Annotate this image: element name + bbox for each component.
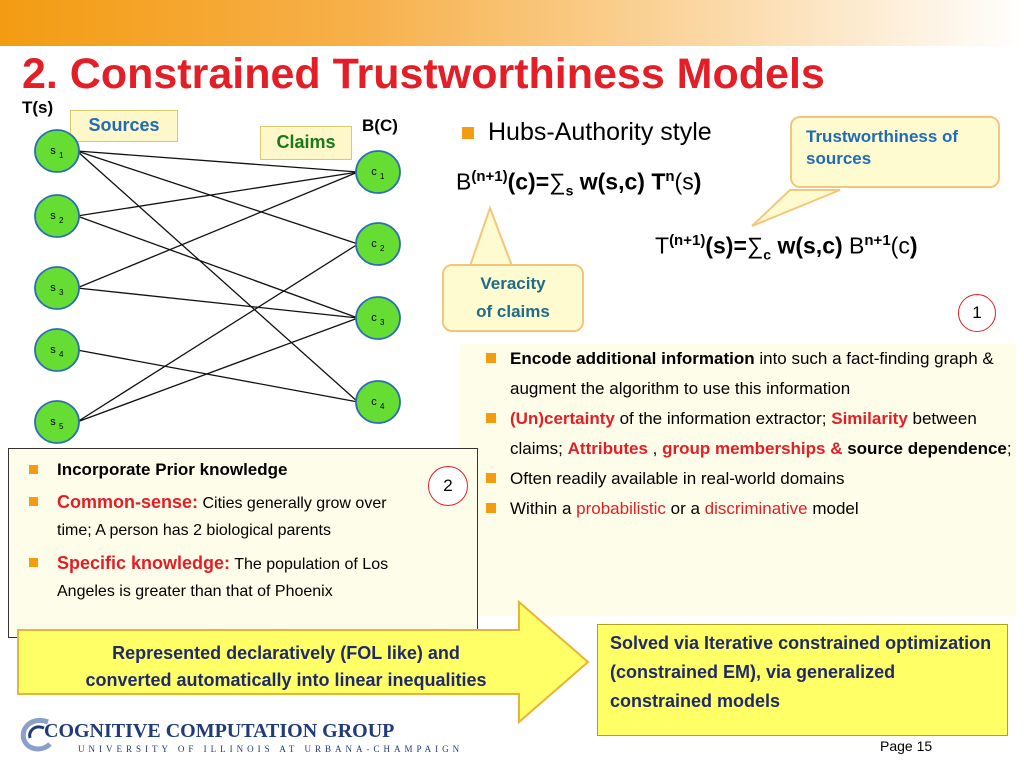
claim-node-subscript: 2 [380, 244, 385, 253]
graph-edge [76, 349, 359, 403]
graph-edges [76, 150, 359, 423]
additional-info-panel: Encode additional information into such … [460, 344, 1016, 616]
trustworthiness-callout: Trustworthiness of sources [790, 116, 1000, 188]
page-number: Page 15 [880, 738, 933, 754]
callout-pointers [468, 189, 841, 267]
graph-edge [76, 287, 359, 319]
solved-box: Solved via Iterative constrained optimiz… [597, 624, 1008, 736]
source-node-label: s [50, 282, 56, 294]
logo-name: COGNITIVE COMPUTATION GROUP [44, 720, 395, 742]
claim-node-label: c [371, 396, 377, 408]
claim-node-subscript: 3 [380, 318, 385, 327]
prior-item-specific: Specific knowledge: The population of Lo… [9, 550, 409, 605]
claim-node-subscript: 1 [380, 172, 385, 181]
source-node-subscript: 3 [59, 288, 64, 297]
source-node-subscript: 4 [59, 350, 64, 359]
claim-node-label: c [371, 312, 377, 324]
source-node-subscript: 1 [59, 151, 64, 160]
source-node-label: s [50, 416, 56, 428]
b-of-c-label: B(C) [362, 116, 398, 135]
source-node-label: s [50, 145, 56, 157]
claim-node-label: c [371, 238, 377, 250]
bullet-marker [462, 127, 474, 140]
claims-tag: Claims [260, 126, 352, 160]
prior-knowledge-box: Incorporate Prior knowledge Common-sense… [8, 448, 478, 638]
panel1-item-uncertainty: (Un)certainty of the information extract… [460, 404, 1016, 464]
claim-node-label: c [371, 166, 377, 178]
source-node-label: s [50, 210, 56, 222]
panel1-item-encode: Encode additional information into such … [460, 344, 1016, 404]
source-node-subscript: 5 [59, 422, 64, 431]
badge-one: 1 [958, 294, 996, 332]
panel1-item-available: Often readily available in real-world do… [460, 464, 1016, 494]
graph-edge [76, 171, 359, 217]
source-node-subscript: 2 [59, 216, 64, 225]
claim-node-subscript: 4 [380, 402, 385, 411]
trust-equation: T(n+1)(s)=∑c w(s,c) Bn+1(c) [655, 232, 918, 263]
source-node-label: s [50, 344, 56, 356]
graph-edge [76, 215, 359, 319]
logo-subtitle: UNIVERSITY OF ILLINOIS AT URBANA-CHAMPAI… [78, 744, 464, 754]
prior-item-incorporate: Incorporate Prior knowledge [9, 457, 409, 483]
graph-edge [76, 171, 359, 289]
represented-arrow-shape [17, 600, 590, 725]
panel1-item-model: Within a probabilistic or a discriminati… [460, 494, 1016, 524]
sources-tag: Sources [70, 110, 178, 142]
hubs-authority-bullet: Hubs-Authority style [462, 118, 802, 154]
graph-edge [76, 150, 359, 245]
graph-edge [76, 243, 359, 423]
badge-two: 2 [428, 466, 468, 506]
logo-swirl-icon [20, 718, 52, 752]
slide-title: 2. Constrained Trustworthiness Models [22, 50, 825, 98]
prior-item-common-sense: Common-sense: Cities generally grow over… [9, 489, 409, 544]
belief-equation: B(n+1)(c)=∑s w(s,c) Tn(s) [456, 168, 702, 199]
represented-arrow-text: Represented declaratively (FOL like) and… [85, 643, 487, 690]
top-decorative-bar [0, 0, 1024, 46]
graph-edge [76, 150, 359, 403]
graph-edge [76, 150, 359, 173]
t-of-s-label: T(s) [22, 98, 54, 117]
cognitive-computation-group-logo: COGNITIVE COMPUTATION GROUP UNIVERSITY O… [18, 714, 459, 764]
graph-edge [76, 317, 359, 423]
